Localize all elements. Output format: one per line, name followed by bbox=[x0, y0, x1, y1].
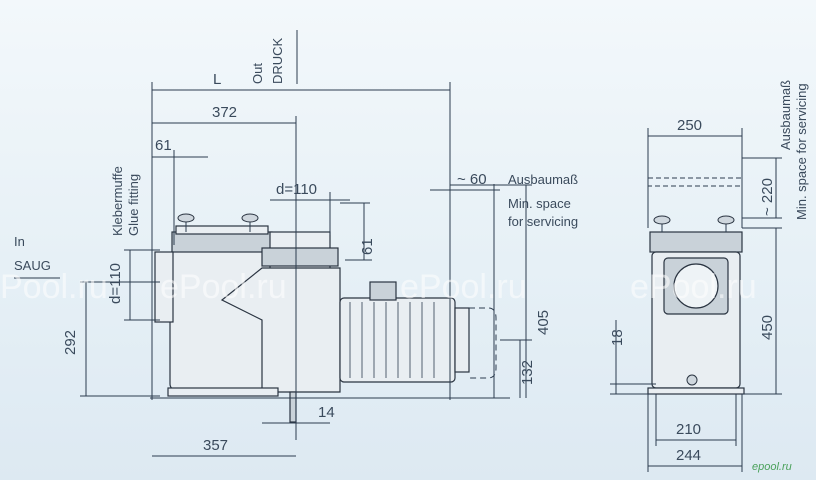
dim-357: 357 bbox=[203, 437, 228, 454]
side-view-labels: Out DRUCK In SAUG Klebermuffe Glue fitti… bbox=[14, 30, 578, 279]
label-saug: SAUG bbox=[14, 258, 51, 273]
motor-fan-cover bbox=[454, 307, 470, 373]
dim-210: 210 bbox=[676, 421, 701, 438]
dim-d110-outlet: d=110 bbox=[276, 181, 317, 198]
dim-132: 132 bbox=[519, 360, 536, 385]
dim-L: L bbox=[213, 71, 221, 88]
watermark: ePool.ru bbox=[630, 268, 757, 306]
label-druck: DRUCK bbox=[270, 37, 285, 84]
front-view-dimensions: 250 ~ 220 450 18 210 244 bbox=[609, 117, 782, 472]
dim-14: 14 bbox=[318, 404, 335, 421]
dim-405: 405 bbox=[535, 310, 552, 335]
lid-clearance-outline bbox=[647, 177, 743, 187]
lid-knob-left bbox=[177, 213, 195, 232]
label-klebermuffe: Klebermuffe bbox=[110, 166, 125, 236]
lid-knob-right bbox=[241, 213, 259, 232]
label-min-space-right: Min. space for servicing bbox=[794, 83, 809, 220]
dim-372: 372 bbox=[212, 104, 237, 121]
dim-450: 450 bbox=[759, 315, 776, 340]
dim-61-top: 61 bbox=[155, 137, 172, 154]
watermark: ePool.ru bbox=[400, 268, 527, 306]
watermark: ePool.ru bbox=[160, 268, 287, 306]
prefilter-lid bbox=[175, 225, 269, 235]
label-min-space: Min. space bbox=[508, 196, 571, 211]
suction-inlet bbox=[154, 251, 174, 323]
front-lid-knob-left bbox=[653, 215, 671, 232]
front-outlet-port bbox=[673, 263, 719, 309]
drain-plug bbox=[686, 374, 698, 386]
motor-body bbox=[339, 297, 456, 383]
watermarks: Pool.ru ePool.ru ePool.ru ePool.ru bbox=[0, 268, 757, 306]
pump-volute bbox=[220, 267, 341, 393]
prefilter-lid-clamp bbox=[171, 231, 273, 253]
terminal-box bbox=[369, 281, 397, 301]
label-ausbaumass: Ausbaumaß bbox=[508, 172, 578, 187]
dim-220: ~ 220 bbox=[759, 178, 776, 216]
label-in: In bbox=[14, 234, 25, 249]
label-for-servicing: for servicing bbox=[508, 214, 578, 229]
dim-18: 18 bbox=[609, 329, 626, 346]
front-lid-knob-right bbox=[717, 215, 735, 232]
dim-d110-inlet: d=110 bbox=[107, 263, 124, 304]
front-view bbox=[647, 177, 745, 395]
servicing-clearance-outline bbox=[469, 307, 497, 379]
label-out: Out bbox=[250, 63, 265, 84]
watermark: Pool.ru bbox=[0, 268, 108, 306]
drain-foot bbox=[289, 391, 297, 423]
front-view-labels: Ausbaumaß Min. space for servicing bbox=[778, 80, 809, 220]
outlet-flange bbox=[261, 247, 339, 267]
front-base bbox=[647, 387, 745, 395]
motor-fins bbox=[349, 302, 435, 378]
front-lid-clamp bbox=[649, 231, 743, 253]
brand-logo-text: epool.ru bbox=[752, 461, 792, 473]
side-view-dimensions: L 372 61 d=110 61 ~ 60 405 132 292 bbox=[62, 71, 552, 457]
dim-60: ~ 60 bbox=[457, 171, 487, 188]
label-ausbaumass-right: Ausbaumaß bbox=[778, 80, 793, 150]
base-plate bbox=[167, 387, 279, 397]
dim-250: 250 bbox=[677, 117, 702, 134]
label-glue-fitting: Glue fitting bbox=[126, 174, 141, 236]
dim-244: 244 bbox=[676, 447, 701, 464]
side-view bbox=[150, 213, 510, 423]
dim-292: 292 bbox=[62, 330, 79, 355]
dim-61-mid: 61 bbox=[359, 238, 376, 255]
